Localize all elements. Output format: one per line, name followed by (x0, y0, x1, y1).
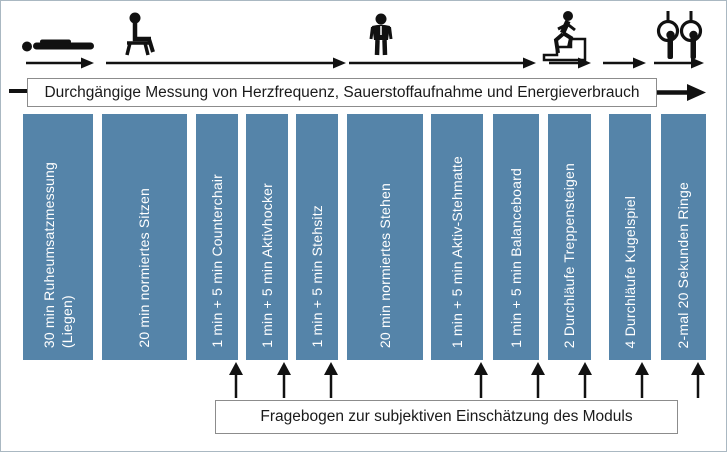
sitting-person-icon (125, 12, 155, 56)
timeline-arrow-3 (349, 57, 536, 69)
questionnaire-arrow (474, 362, 488, 398)
phase-bar-3: 1 min + 5 min Counterchair (196, 114, 238, 360)
questionnaire-arrow (691, 362, 705, 398)
phase-bar-label: 1 min + 5 min Aktiv-Stehmatte (448, 155, 465, 348)
questionnaire-arrow (635, 362, 649, 398)
phase-bar-10: 4 Durchläufe Kugelspiel (609, 114, 651, 360)
questionnaire-arrow (531, 362, 545, 398)
questionnaire-box: Fragebogen zur subjektiven Einschätzung … (215, 400, 678, 434)
questionnaire-arrow (578, 362, 592, 398)
phase-bar-4: 1 min + 5 min Aktivhocker (246, 114, 288, 360)
phase-bar-label: 1 min + 5 min Stehsitz (308, 205, 325, 348)
questionnaire-arrow (229, 362, 243, 398)
timeline-arrow-5 (603, 57, 646, 69)
phase-bar-7: 1 min + 5 min Aktiv-Stehmatte (431, 114, 483, 360)
questionnaire-arrow (277, 362, 291, 398)
phase-bar-1: 30 min Ruheumsatzmessung (Liegen) (23, 114, 93, 360)
phase-bar-label: 1 min + 5 min Counterchair (208, 174, 225, 348)
phase-bar-2: 20 min normiertes Sitzen (102, 114, 187, 360)
questionnaire-arrow (324, 362, 338, 398)
phase-bar-6: 20 min normiertes Stehen (347, 114, 423, 360)
phase-bar-label: 20 min normiertes Sitzen (136, 188, 153, 348)
phase-bar-label: 1 min + 5 min Aktivhocker (258, 183, 275, 348)
phase-bar-label: 20 min normiertes Stehen (376, 182, 393, 348)
continuous-measurement-banner: Durchgängige Messung von Herzfrequenz, S… (27, 78, 657, 107)
timeline-arrows (26, 57, 704, 69)
phase-bar-label: 4 Durchläufe Kugelspiel (621, 195, 638, 348)
timeline-arrow-4 (549, 57, 591, 69)
gymnastic-rings-icon (656, 11, 703, 59)
phase-bar-8: 1 min + 5 min Balanceboard (493, 114, 539, 360)
phase-bar-label: 2 Durchläufe Treppensteigen (561, 162, 578, 348)
phase-bar-label: 2-mal 20 Sekunden Ringe (675, 181, 692, 348)
measurement-line-left (9, 89, 27, 93)
stair-climbing-icon (542, 11, 587, 62)
lying-person-icon (22, 39, 94, 52)
phase-bar-label: 1 min + 5 min Balanceboard (507, 168, 524, 348)
questionnaire-text: Fragebogen zur subjektiven Einschätzung … (260, 408, 633, 425)
questionnaire-arrows (229, 362, 705, 398)
measurement-arrow-right (657, 84, 706, 101)
phase-bar-5: 1 min + 5 min Stehsitz (296, 114, 338, 360)
timeline-arrow-2 (106, 57, 346, 69)
phase-bar-label: 30 min Ruheumsatzmessung (Liegen) (40, 161, 75, 348)
timeline-arrow-6 (654, 57, 704, 69)
phase-bar-9: 2 Durchläufe Treppensteigen (548, 114, 591, 360)
standing-person-icon (369, 13, 393, 56)
timeline-arrow-1 (26, 57, 94, 69)
banner-text: Durchgängige Messung von Herzfrequenz, S… (44, 83, 640, 101)
phase-bar-11: 2-mal 20 Sekunden Ringe (661, 114, 706, 360)
